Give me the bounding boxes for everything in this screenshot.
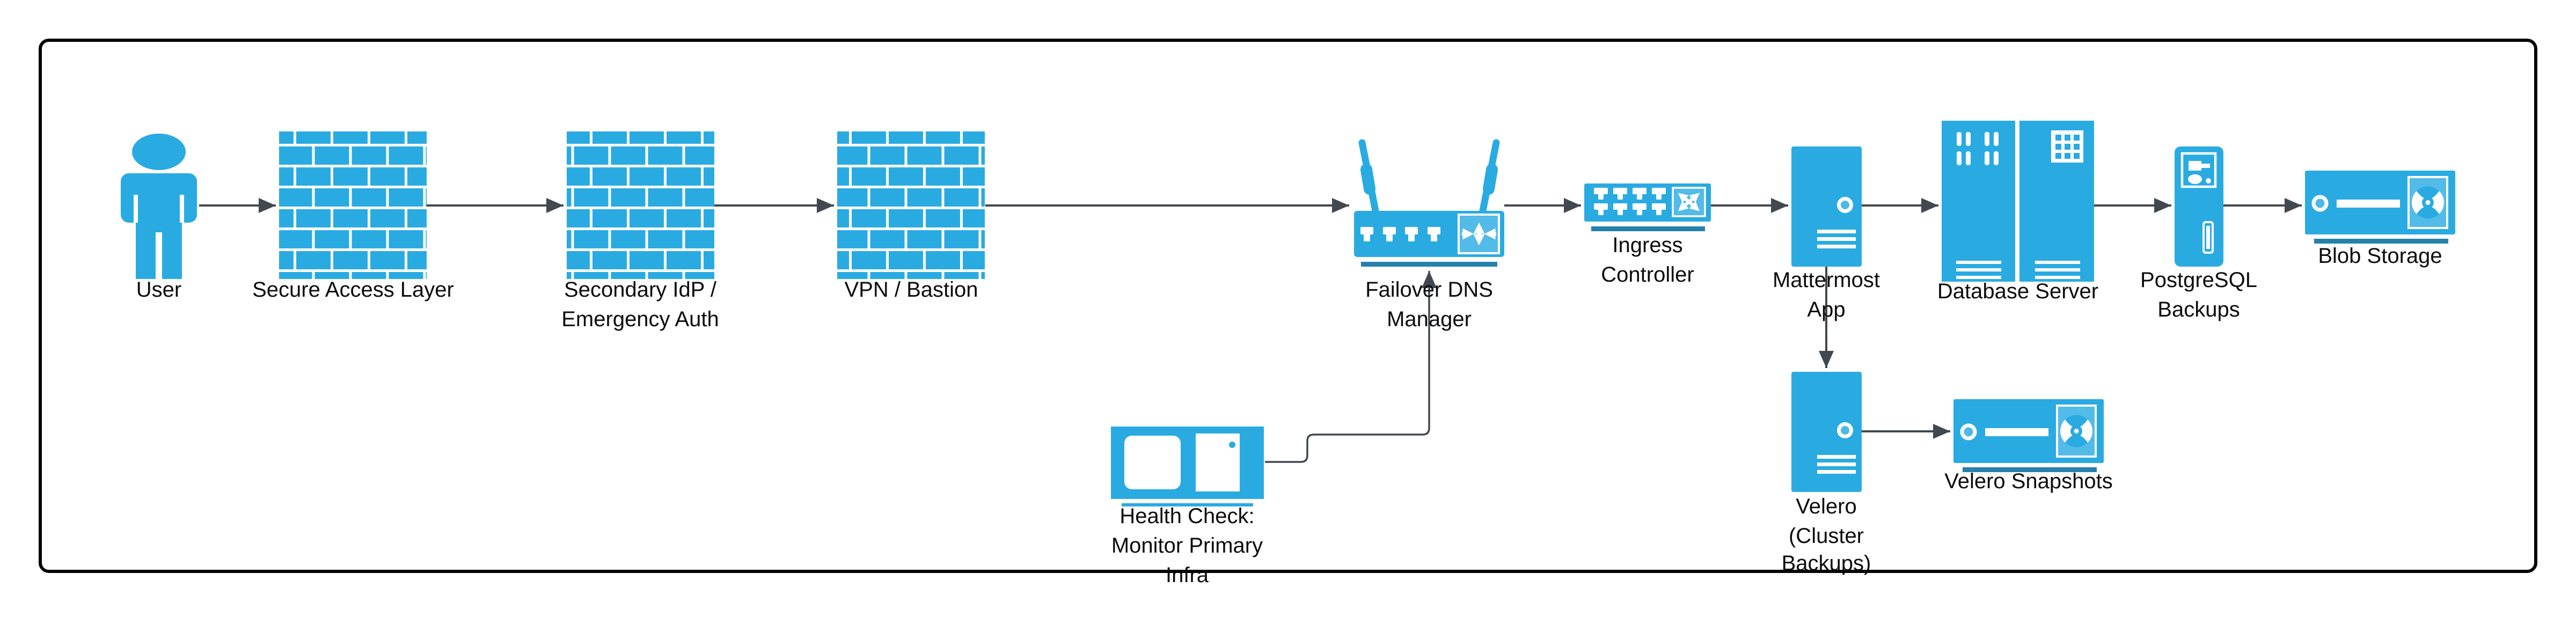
node-user: User [121,134,197,302]
node-label: Blob Storage [2318,244,2442,268]
node-label: Monitor Primary [1111,534,1263,557]
node-label: (Cluster [1789,524,1864,548]
wireless-router-icon [1354,139,1504,267]
network-switch-icon [1584,183,1711,231]
node-label: Database Server [1937,280,2098,303]
node-label: Failover DNS [1365,278,1493,302]
firewall-wall-icon [567,131,714,279]
node-label: Velero [1796,495,1856,518]
node-velero-snapshots: Velero Snapshots [1944,399,2113,493]
firewall-wall-icon [837,131,985,279]
node-label: Secure Access Layer [252,278,454,302]
node-underline [2314,239,2448,244]
node-label: Controller [1601,263,1694,286]
node-label: User [136,278,181,302]
connector-arrows [199,198,2302,463]
node-secondary-idp: Secondary IdP / Emergency Auth [561,131,719,331]
node-failover-dns-manager: Failover DNS Manager [1354,139,1504,331]
node-vpn-bastion: VPN / Bastion [837,131,985,302]
node-mattermost-app: Mattermost App [1773,146,1880,321]
disk-storage-icon [1953,399,2104,463]
node-database-server: Database Server [1937,121,2098,303]
node-underline [1591,226,1705,231]
person-icon [121,134,197,279]
disk-storage-icon [2305,171,2455,234]
node-underline [1963,467,2097,472]
node-health-check: Health Check: Monitor Primary Infra [1111,427,1264,587]
node-label: PostgreSQL [2140,268,2257,292]
node-label: Manager [1387,307,1472,331]
tower-server-icon [1791,146,1862,267]
node-postgresql-backups: PostgreSQL Backups [2140,146,2257,321]
node-label: Infra [1166,563,1209,587]
node-label: Velero Snapshots [1944,469,2113,493]
diagram-border [39,39,2537,573]
edge-healthcheck-to-dns [1265,271,1437,463]
node-label: App [1807,298,1845,321]
node-label: Mattermost [1773,268,1880,292]
node-label: Secondary IdP / [564,278,717,302]
node-label: Emergency Auth [561,307,719,331]
node-underline [1122,503,1253,506]
node-label: Backups [2157,298,2240,321]
node-underline [1361,262,1497,267]
node-label: Ingress [1612,233,1682,257]
backup-server-icon [2175,146,2223,267]
node-label: VPN / Bastion [844,278,978,302]
node-ingress-controller: Ingress Controller [1584,183,1711,286]
node-velero: Velero (Cluster Backups) [1782,372,1871,575]
node-secure-access-layer: Secure Access Layer [252,131,454,302]
server-rack-pair-icon [1942,121,2094,282]
node-label: Health Check: [1119,504,1254,528]
firewall-wall-icon [279,131,427,279]
monitor-pc-icon [1111,427,1264,506]
node-blob-storage: Blob Storage [2305,171,2455,268]
tower-server-icon [1791,372,1862,492]
